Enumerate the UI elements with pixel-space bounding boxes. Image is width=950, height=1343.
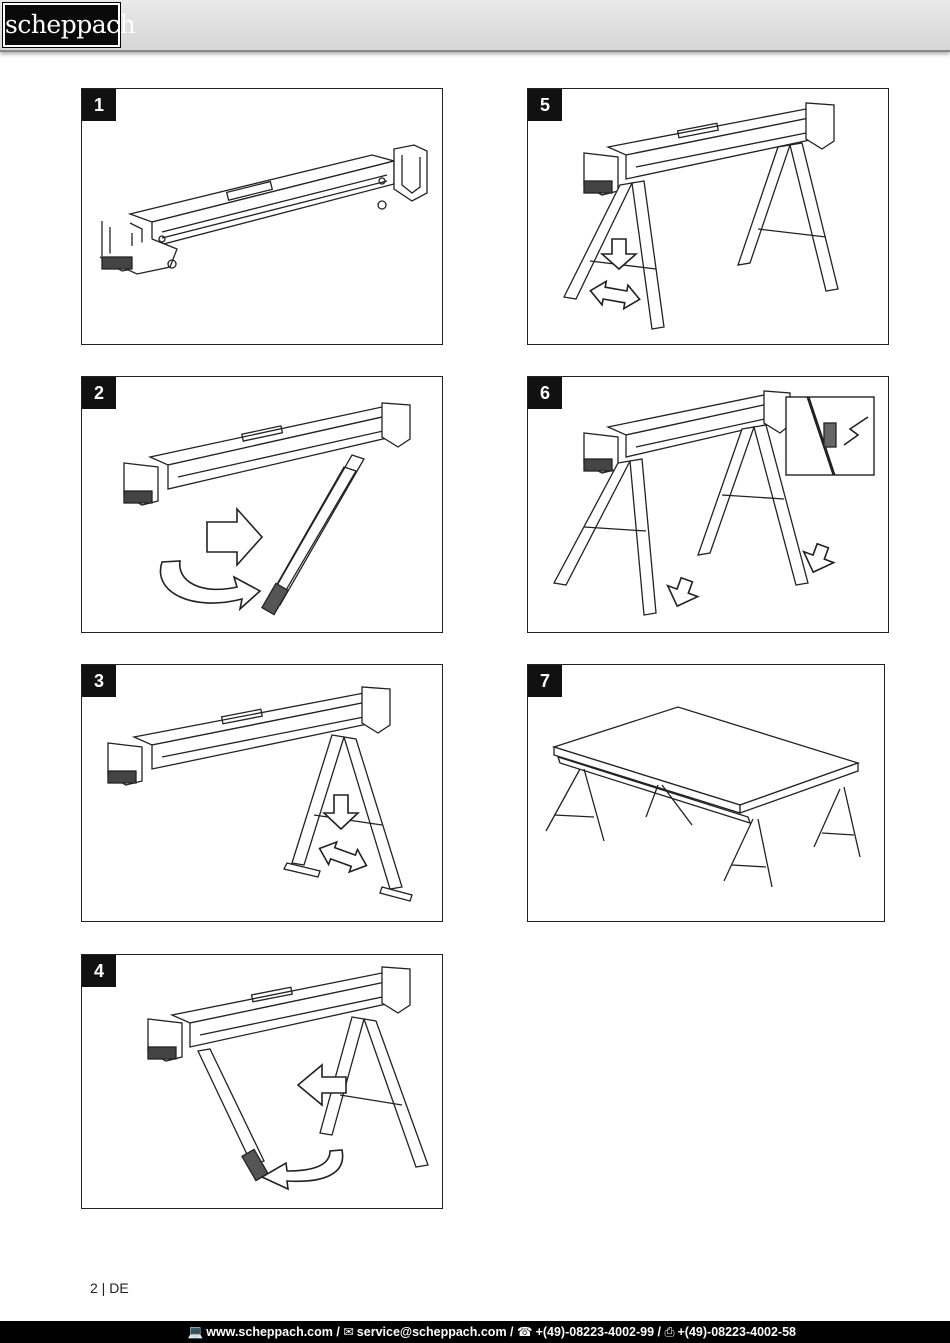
panel-number: 3 xyxy=(82,665,116,697)
footer-phone: +(49)-08223-4002-99 xyxy=(535,1325,655,1339)
illustration-unfold-second-leg xyxy=(147,966,429,1191)
footer-email[interactable]: service@scheppach.com xyxy=(356,1325,507,1339)
figure-panel-5: 5 xyxy=(527,88,889,345)
illustration-adjust-height xyxy=(553,390,875,616)
figure-panel-7: 7 xyxy=(527,664,885,922)
illustration-folded-trestle xyxy=(99,144,428,275)
footer-fax: +(49)-08223-4002-58 xyxy=(677,1325,797,1339)
illustration-lock-second-leg xyxy=(563,102,839,330)
page-footer: 💻www.scheppach.com / ✉service@scheppach.… xyxy=(0,1321,950,1343)
footer-separator: / xyxy=(506,1325,517,1339)
figure-panel-6: 6 xyxy=(527,376,889,633)
panel-number: 2 xyxy=(82,377,116,409)
figure-panel-2: 2 xyxy=(81,376,443,633)
fax-icon: ⎙ xyxy=(664,1325,675,1339)
illustration-unfold-first-leg xyxy=(123,402,411,616)
panel-number: 5 xyxy=(528,89,562,121)
footer-website[interactable]: www.scheppach.com xyxy=(206,1325,333,1339)
brand-logo: scheppach xyxy=(2,2,136,48)
figure-panel-4: 4 xyxy=(81,954,443,1209)
illustration-workbench-assembly xyxy=(545,706,861,888)
figure-panel-3: 3 xyxy=(81,664,443,922)
figure-panel-1: 1 xyxy=(81,88,443,345)
footer-separator: / xyxy=(332,1325,344,1339)
mail-icon: ✉ xyxy=(343,1325,354,1339)
panel-number: 4 xyxy=(82,955,116,987)
panel-number: 1 xyxy=(82,89,116,121)
computer-icon: 💻 xyxy=(187,1325,204,1339)
footer-separator: / xyxy=(654,1325,665,1339)
page-header: scheppach xyxy=(0,0,950,52)
panel-number: 7 xyxy=(528,665,562,697)
illustration-lock-first-leg xyxy=(107,686,413,902)
panel-number: 6 xyxy=(528,377,562,409)
page-number: 2 | DE xyxy=(90,1280,129,1296)
phone-icon: ☎ xyxy=(516,1325,533,1339)
